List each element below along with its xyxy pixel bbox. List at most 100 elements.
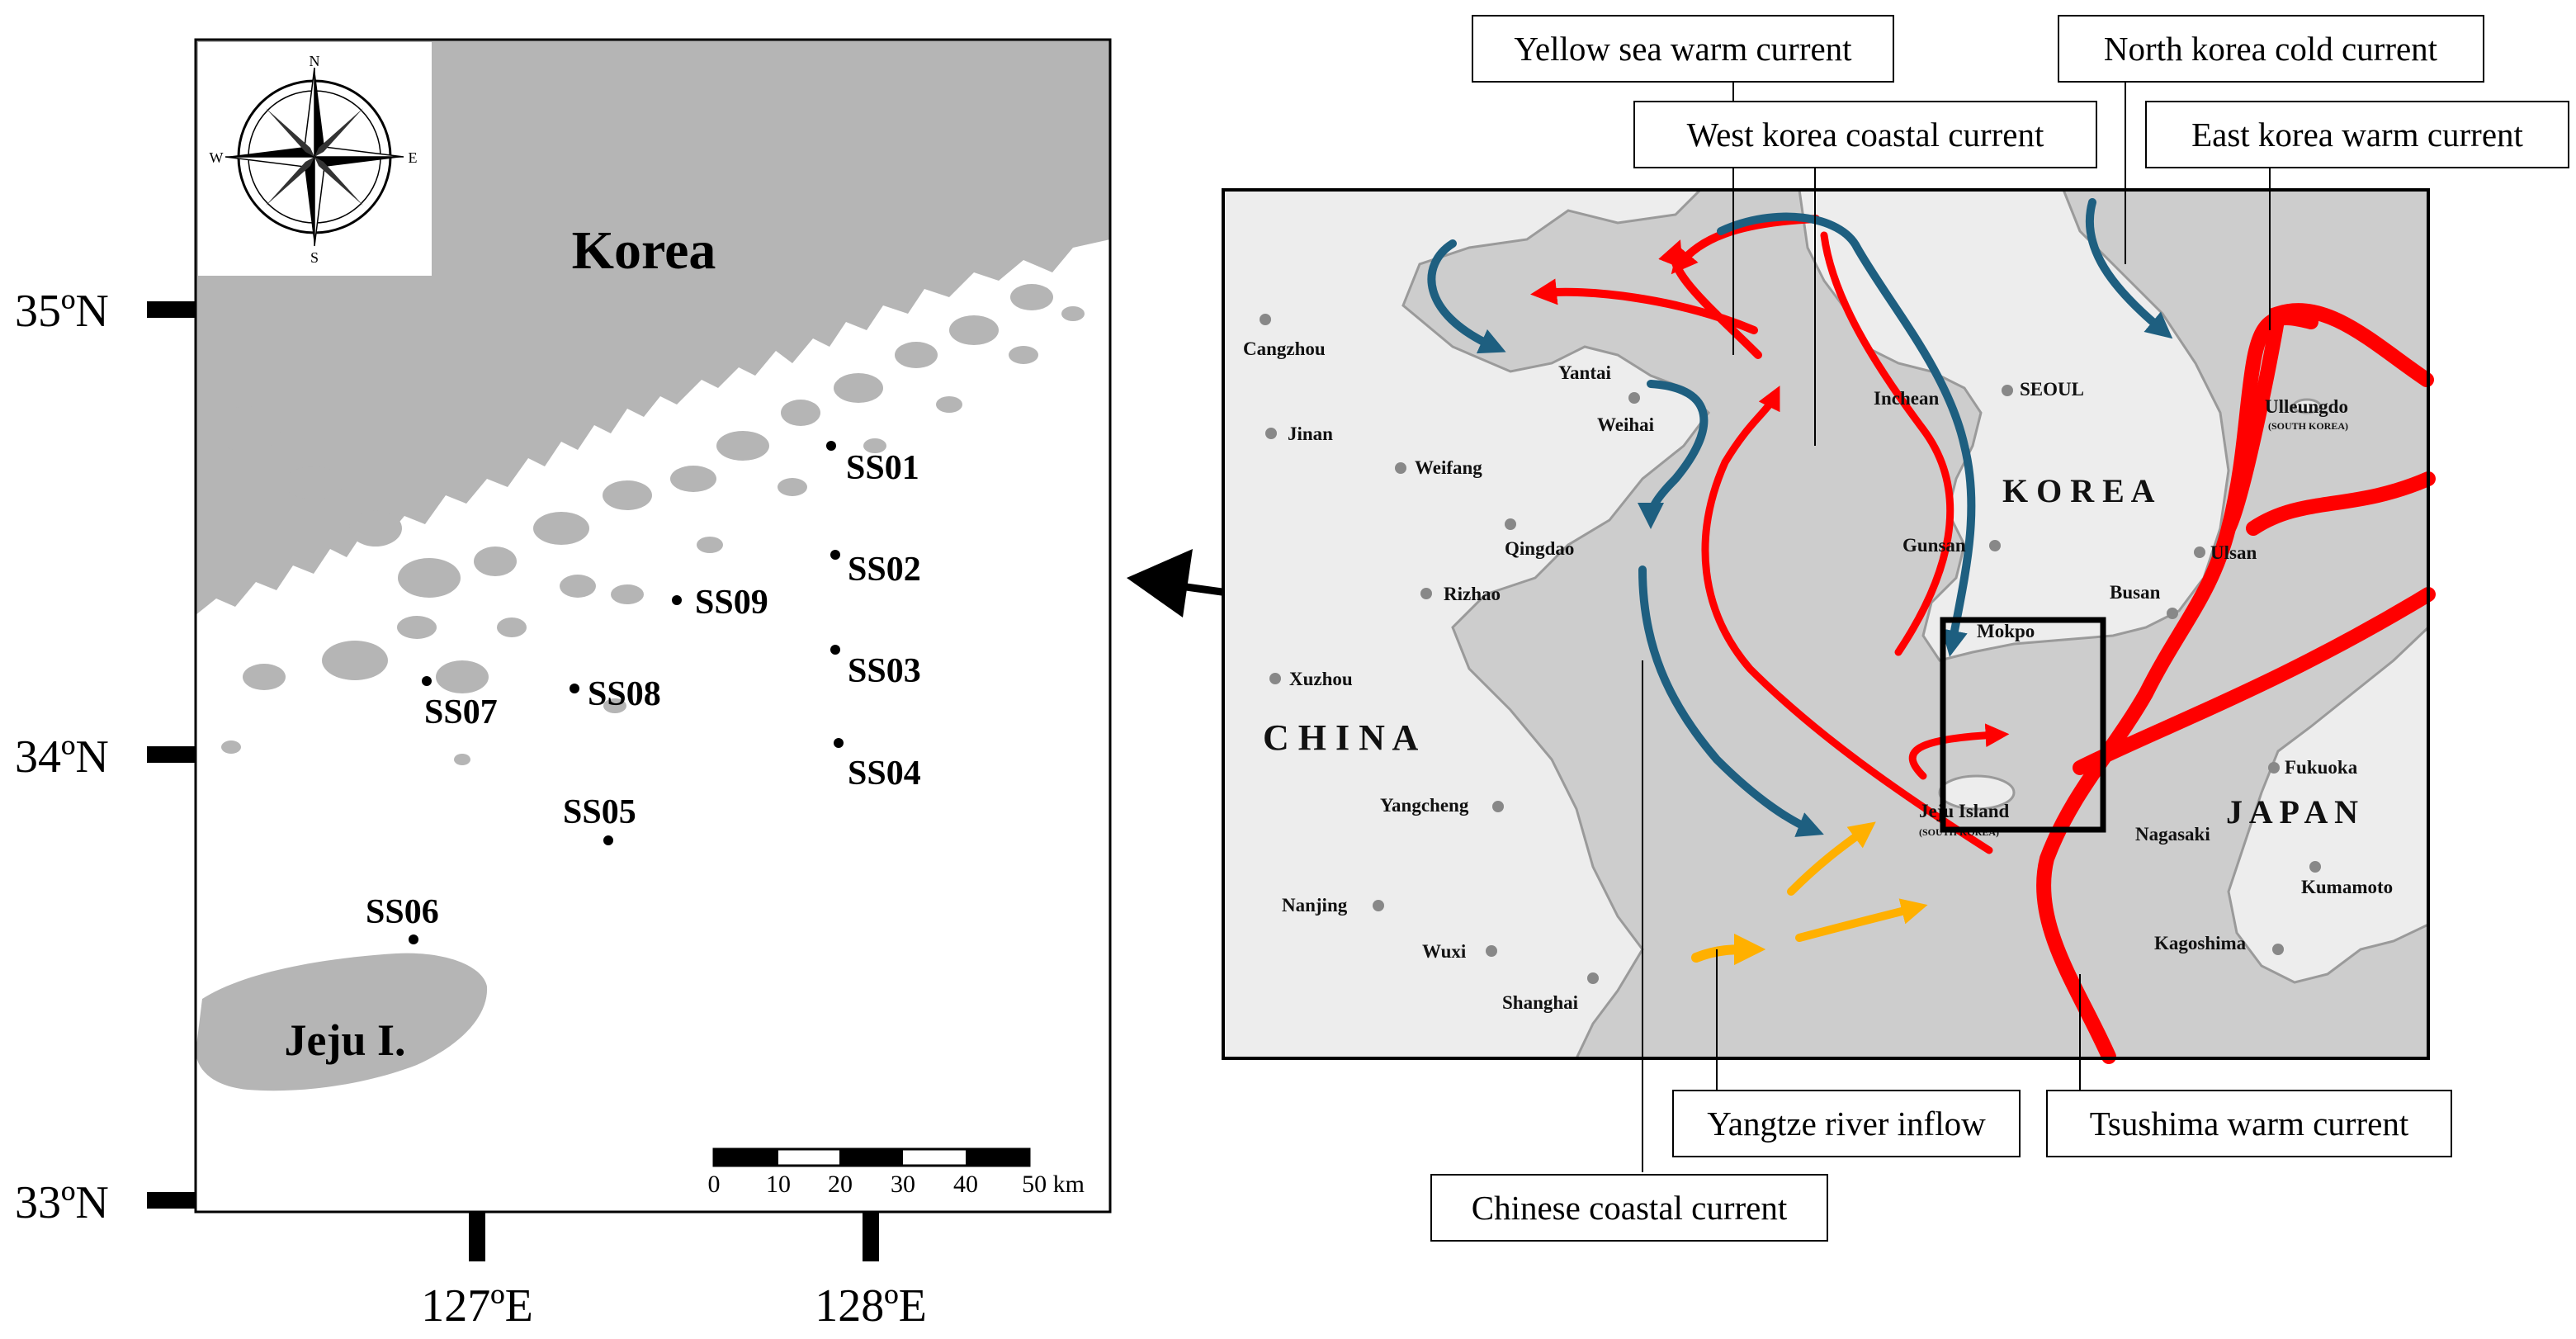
city-rizhao: Rizhao — [1444, 584, 1501, 604]
scale-tick-0: 0 — [708, 1171, 721, 1198]
svg-text:SS04: SS04 — [848, 755, 921, 793]
right-map: Cangzhou Jinan Weifang Yantai Weihai Qin… — [1222, 188, 2436, 1064]
city-kagoshima: Kagoshima — [2154, 933, 2247, 953]
longitude-axis: 127ºE 128ºE — [421, 1212, 927, 1332]
city-cangzhou: Cangzhou — [1243, 338, 1326, 359]
yangtze-inflow-arrow-3 — [1787, 821, 1876, 896]
chinese-coastal-current-path — [1638, 565, 1824, 837]
right-map-border — [1222, 188, 2430, 1060]
compass-rose-icon: N S E W — [198, 42, 432, 276]
lat-label-34: 34ºN — [15, 731, 109, 783]
svg-text:Yangtze river inflow: Yangtze river inflow — [1707, 1105, 1986, 1143]
callout-west-korea: West korea coastal current — [1633, 101, 2097, 168]
warm-current-branch-ulsan — [2246, 471, 2436, 536]
north-korea-cold-current-path — [2085, 198, 2173, 339]
svg-text:North korea cold current: North korea cold current — [2104, 30, 2438, 68]
warm-current-western-loop — [1701, 386, 1993, 854]
city-jinan: Jinan — [1288, 423, 1333, 444]
scale-tick-30: 30 — [891, 1171, 915, 1198]
city-busan: Busan — [2110, 582, 2161, 603]
city-gunsan: Gunsan — [1902, 535, 1966, 556]
compass-n-label: N — [310, 53, 320, 69]
svg-text:Tsushima warm current: Tsushima warm current — [2090, 1105, 2409, 1143]
callout-yellow-sea: Yellow sea warm current — [1472, 15, 1894, 83]
country-china: C H I N A — [1263, 717, 1418, 758]
city-shanghai: Shanghai — [1502, 992, 1579, 1013]
station-ss05: SS05 — [563, 793, 636, 845]
lat-label-33: 33ºN — [15, 1177, 109, 1228]
svg-text:SS09: SS09 — [695, 584, 768, 622]
warm-current-korea-coast — [1820, 231, 1954, 656]
callout-chinese-coastal: Chinese coastal current — [1430, 1174, 1828, 1242]
svg-text:Chinese coastal current: Chinese coastal current — [1472, 1189, 1788, 1227]
left-map-border — [194, 38, 1112, 1214]
city-dots — [1260, 314, 2321, 984]
city-inchean: Inchean — [1874, 388, 1939, 409]
callout-tsushima: Tsushima warm current — [2046, 1090, 2452, 1157]
warm-current-jeju-arrow — [1908, 723, 2010, 780]
right-map-land — [1223, 190, 2428, 1058]
compass-s-label: S — [310, 249, 319, 266]
east-korea-warm-current-path — [2221, 303, 2434, 536]
station-ss01: SS01 — [826, 441, 919, 487]
city-labels: Cangzhou Jinan Weifang Yantai Weihai Qin… — [1243, 314, 2393, 1013]
scale-tick-50: 50 km — [1022, 1171, 1085, 1198]
city-kumamoto: Kumamoto — [2301, 877, 2393, 897]
korea-label: Korea — [572, 220, 716, 281]
callout-east-korea: East korea warm current — [2145, 101, 2569, 168]
ulleungdo-subtitle: (SOUTH KOREA) — [2268, 420, 2348, 432]
svg-text:SS07: SS07 — [424, 693, 498, 731]
warm-current-west-arrow — [1530, 278, 1758, 334]
city-nagasaki: Nagasaki — [2135, 824, 2210, 845]
city-ulsan: Ulsan — [2210, 542, 2257, 563]
city-fukuoka: Fukuoka — [2285, 757, 2358, 778]
svg-text:SS08: SS08 — [588, 675, 661, 713]
compass-e-label: E — [409, 149, 418, 166]
tsushima-warm-current-path — [2036, 310, 2318, 1064]
latitude-axis: 35ºN 34ºN 33ºN — [15, 286, 196, 1228]
svg-text:West korea coastal current: West korea coastal current — [1687, 116, 2044, 154]
callout-north-korea: North korea cold current — [2058, 15, 2484, 83]
jeju-island-shape — [196, 953, 488, 1091]
yangtze-inflow-arrow-2 — [1795, 898, 1928, 942]
city-xuzhou: Xuzhou — [1289, 669, 1353, 689]
svg-text:SS02: SS02 — [848, 551, 921, 589]
country-labels: C H I N A K O R E A J A P A N — [1263, 472, 2358, 830]
city-wuxi: Wuxi — [1422, 941, 1467, 962]
scale-tick-20: 20 — [828, 1171, 853, 1198]
city-yangcheng: Yangcheng — [1380, 795, 1469, 816]
lon-label-128: 128ºE — [815, 1280, 927, 1332]
warm-current-branch-japan — [2073, 587, 2436, 775]
city-seoul: SEOUL — [2020, 379, 2084, 400]
svg-text:SS06: SS06 — [366, 893, 439, 931]
station-ss03: SS03 — [830, 645, 921, 690]
country-japan: J A P A N — [2226, 793, 2358, 830]
inset-study-area-box — [1940, 617, 2106, 833]
station-markers: SS01 SS02 SS03 SS04 SS05 SS06 SS07 SS08 … — [366, 441, 921, 944]
city-ulleungdo: Ulleungdo — [2265, 396, 2348, 417]
lat-label-35: 35ºN — [15, 286, 109, 337]
city-nanjing: Nanjing — [1282, 895, 1348, 916]
city-weihai: Weihai — [1597, 414, 1655, 435]
svg-text:SS05: SS05 — [563, 793, 636, 831]
country-korea: K O R E A — [2002, 472, 2155, 509]
west-korea-coastal-current-path — [1717, 212, 1976, 657]
station-ss02: SS02 — [830, 550, 921, 589]
svg-text:SS01: SS01 — [846, 449, 919, 487]
cold-current-bohai-arrow — [1427, 239, 1506, 354]
callout-labels: Yellow sea warm current West korea coast… — [1430, 15, 2569, 1242]
callout-leader-lines — [1642, 82, 2271, 1172]
callout-yangtze: Yangtze river inflow — [1672, 1090, 2021, 1157]
scale-tick-10: 10 — [766, 1171, 791, 1198]
yangtze-inflow-arrow-1 — [1691, 933, 1766, 966]
left-map: N S E W Korea Jeju I. SS01 SS02 SS03 SS0… — [15, 38, 1112, 1332]
svg-text:East korea warm current: East korea warm current — [2191, 116, 2523, 154]
compass-w-label: W — [210, 149, 224, 166]
lon-label-127: 127ºE — [421, 1280, 533, 1332]
station-ss04: SS04 — [834, 738, 921, 793]
city-mokpo: Mokpo — [1977, 621, 2035, 641]
ocean-currents — [1427, 198, 2436, 1064]
city-yantai: Yantai — [1558, 362, 1612, 383]
station-ss07: SS07 — [422, 676, 498, 731]
